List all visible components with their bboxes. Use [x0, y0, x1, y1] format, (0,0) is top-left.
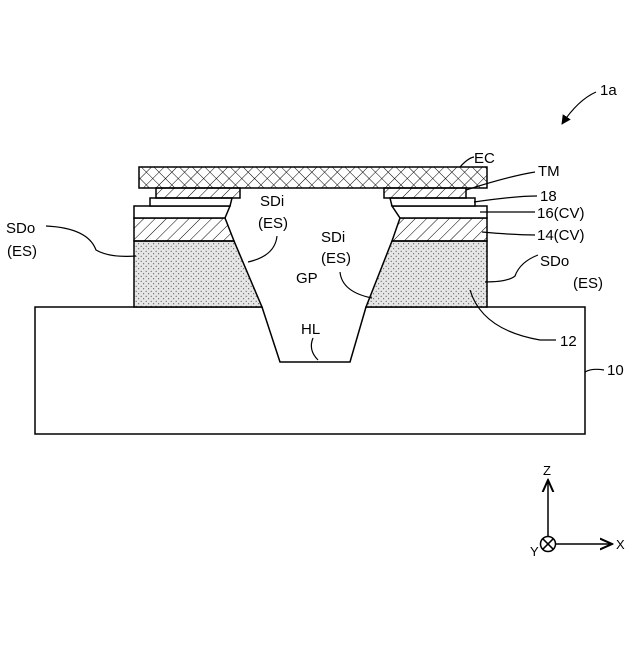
label-sdi-left: SDi [260, 193, 284, 210]
axis-x-label: X [616, 537, 625, 552]
label-sdi-right: SDi [321, 229, 345, 246]
terminal-tm-left [156, 188, 240, 198]
layer-16-left [134, 206, 230, 218]
label-sdo-right: SDo [540, 253, 569, 270]
label-16: 16(CV) [537, 205, 585, 222]
leader-sdo-left [46, 226, 136, 256]
label-12: 12 [560, 333, 577, 350]
leader-14 [482, 232, 535, 235]
label-sdo-left: SDo [6, 220, 35, 237]
layer-14-right [392, 218, 487, 241]
label-hl: HL [301, 321, 320, 338]
label-14: 14(CV) [537, 227, 585, 244]
leader-sdi-left [248, 236, 277, 262]
label-10: 10 [607, 362, 624, 379]
layer-14-left [134, 218, 234, 241]
leader-10 [585, 369, 604, 372]
leader-ref-1a [562, 92, 596, 124]
leader-sdi-right [340, 272, 372, 298]
terminal-tm-right [384, 188, 466, 198]
label-gp: GP [296, 270, 318, 287]
label-es-sdi-right: (ES) [321, 250, 351, 267]
label-es-sdi-left: (ES) [258, 215, 288, 232]
label-es-left: (ES) [7, 243, 37, 260]
layer-12-right [366, 241, 487, 307]
label-tm: TM [538, 163, 560, 180]
layer-12-left [134, 241, 262, 307]
layer-16-right [392, 206, 487, 218]
label-ref-1a: 1a [600, 82, 617, 99]
leader-18 [474, 196, 537, 202]
label-18: 18 [540, 188, 557, 205]
label-ec: EC [474, 150, 495, 167]
leader-ec [460, 157, 474, 167]
leader-hl [311, 338, 318, 360]
layer-18-left [150, 198, 232, 206]
axis-y-label: Y [530, 544, 539, 559]
component-ec [139, 167, 487, 188]
leader-sdo-right [485, 255, 538, 282]
layer-18-right [390, 198, 475, 206]
axis-y-into-page-icon [541, 537, 556, 552]
label-es-right: (ES) [573, 275, 603, 292]
axis-z-label: Z [543, 463, 551, 478]
